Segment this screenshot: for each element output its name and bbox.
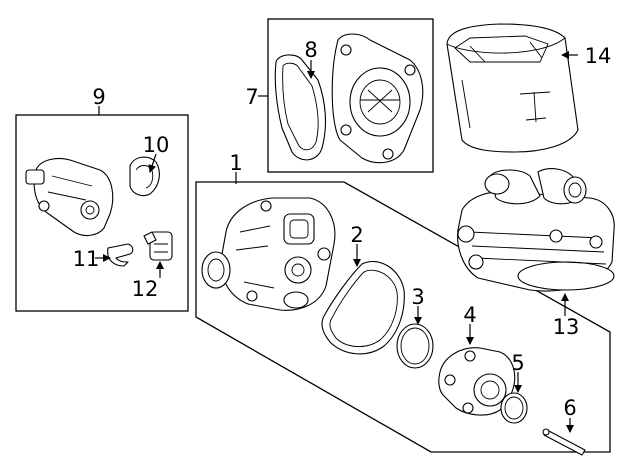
callout-3: 3	[411, 285, 424, 309]
actuator-9-part	[25, 157, 114, 237]
clip-11-part	[107, 243, 134, 267]
o-ring-3-part	[396, 323, 434, 369]
callout-2: 2	[350, 223, 363, 247]
sensor-12-part	[143, 231, 173, 261]
callout-5: 5	[511, 351, 524, 375]
callout-6: 6	[563, 396, 576, 420]
pump-housing-7-part	[331, 33, 424, 164]
callout-11: 11	[73, 247, 100, 271]
assembly-9-box	[15, 114, 189, 312]
callout-8: 8	[304, 38, 317, 62]
callout-13: 13	[553, 315, 580, 339]
callout-10: 10	[143, 133, 170, 157]
gasket-2-part	[321, 260, 405, 355]
clamp-10-part	[129, 156, 160, 197]
water-pump-housing-part	[201, 197, 336, 311]
callout-7: 7	[245, 85, 258, 109]
callout-labels: 1 2 3 4 5 6 7 8 9 10 11 12 13 14	[73, 38, 612, 420]
callout-1: 1	[229, 151, 242, 175]
engine-cover-part	[446, 23, 579, 153]
leader-lines	[95, 51, 578, 433]
seal-5-part	[500, 392, 528, 424]
callout-9: 9	[92, 85, 105, 109]
gasket-8-part	[274, 54, 326, 161]
callout-14: 14	[585, 44, 612, 68]
callout-4: 4	[463, 303, 476, 327]
assembly-1-box	[195, 181, 611, 453]
pin-6-part	[542, 428, 586, 456]
callout-12: 12	[132, 277, 159, 301]
thermostat-housing-part	[457, 168, 615, 292]
